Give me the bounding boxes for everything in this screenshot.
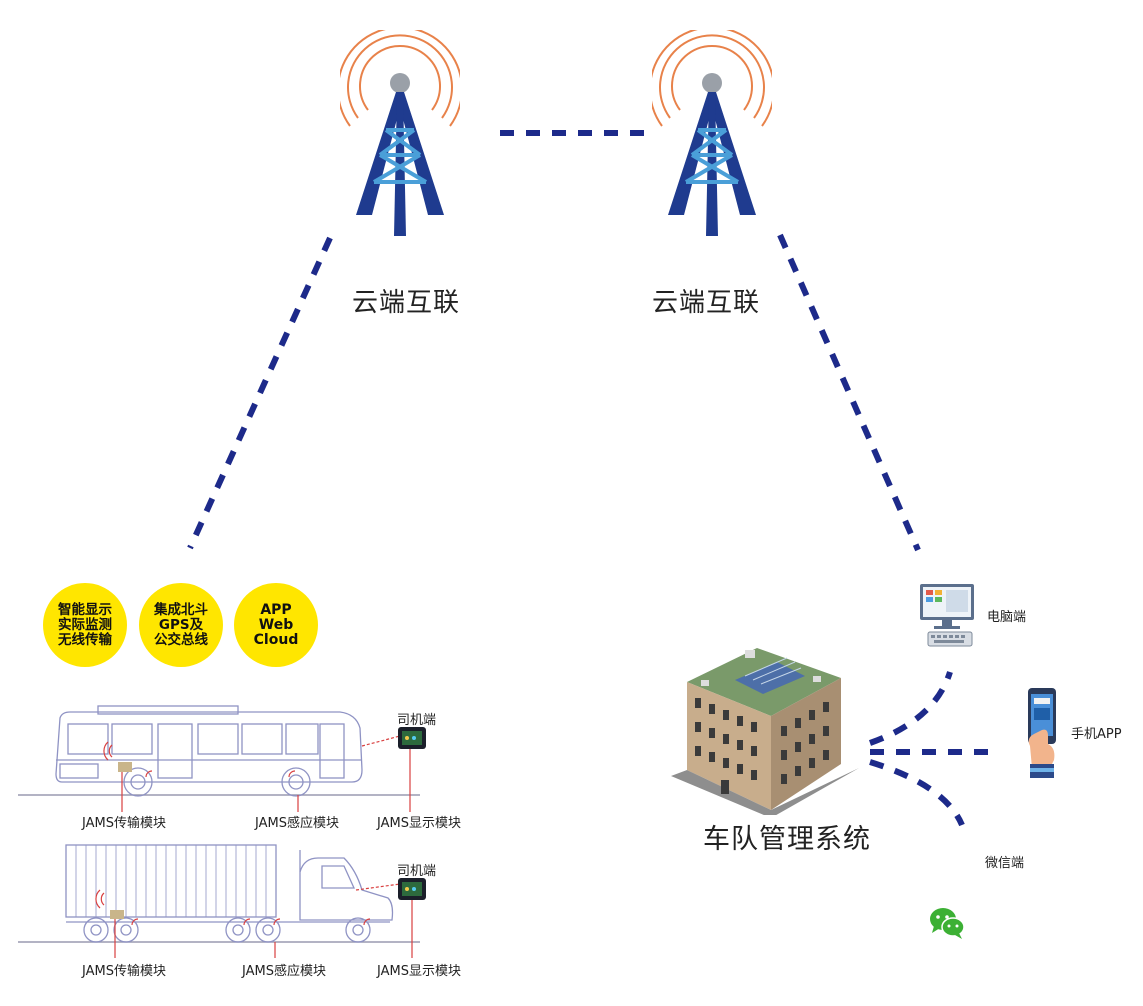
bus-signal-arcs: [103, 741, 296, 778]
left-uplink-line: [187, 236, 333, 550]
badge-line: Web: [258, 616, 294, 633]
mobile-client-label: 手机APP: [1071, 727, 1122, 742]
pc-client-label: 电脑端: [987, 610, 1027, 625]
badge-line: 无线传输: [58, 631, 112, 648]
truck-callout-lines: [114, 883, 413, 958]
bus-driver-label: 司机端: [397, 713, 437, 728]
truck-body: [65, 844, 394, 943]
pc-link-line: [868, 671, 953, 746]
wechat-client-label: 微信端: [985, 856, 1025, 871]
right-uplink-line: [777, 233, 921, 552]
badge-line: APP: [260, 601, 292, 618]
management-system-title: 车队管理系统: [703, 824, 871, 855]
truck-display-device: [398, 878, 426, 900]
mobile-phone-icon: [1028, 688, 1056, 778]
wechat-link-line: [869, 759, 965, 827]
desktop-computer-icon: [920, 584, 974, 647]
truck-signal-arcs: [95, 889, 371, 926]
truck-sensor-module-label: JAMS感应模块: [242, 964, 326, 979]
truck-driver-label: 司机端: [397, 864, 437, 879]
truck-display-module-label: JAMS显示模块: [377, 964, 461, 979]
badge-line: Cloud: [253, 631, 299, 648]
badge-line: 智能显示: [58, 601, 112, 618]
bus-display-device: [398, 727, 426, 749]
management-building-icon: [671, 648, 859, 815]
feature-badge-gps: 集成北斗 GPS及 公交总线: [139, 583, 223, 667]
wechat-icon: [930, 908, 965, 939]
tower-left-label: 云端互联: [352, 288, 461, 318]
feature-badge-display: 智能显示 实际监测 无线传输: [43, 583, 127, 667]
truck-transmit-module-label: JAMS传输模块: [82, 964, 166, 979]
badge-line: 集成北斗: [154, 601, 208, 618]
bus-display-module-label: JAMS显示模块: [377, 816, 461, 831]
truck-transmit-module-box: [110, 910, 124, 919]
bus-callout-lines: [121, 735, 411, 812]
badge-line: GPS及: [158, 616, 204, 633]
feature-badge-cloud: APP Web Cloud: [234, 583, 318, 667]
bus-body: [55, 705, 363, 797]
badge-line: 实际监测: [58, 616, 112, 633]
bus-transmit-module-box: [118, 762, 132, 772]
tower-right-label: 云端互联: [652, 288, 761, 318]
badge-line: 公交总线: [154, 631, 208, 648]
bus-transmit-module-label: JAMS传输模块: [82, 816, 166, 831]
bus-sensor-module-label: JAMS感应模块: [255, 816, 339, 831]
